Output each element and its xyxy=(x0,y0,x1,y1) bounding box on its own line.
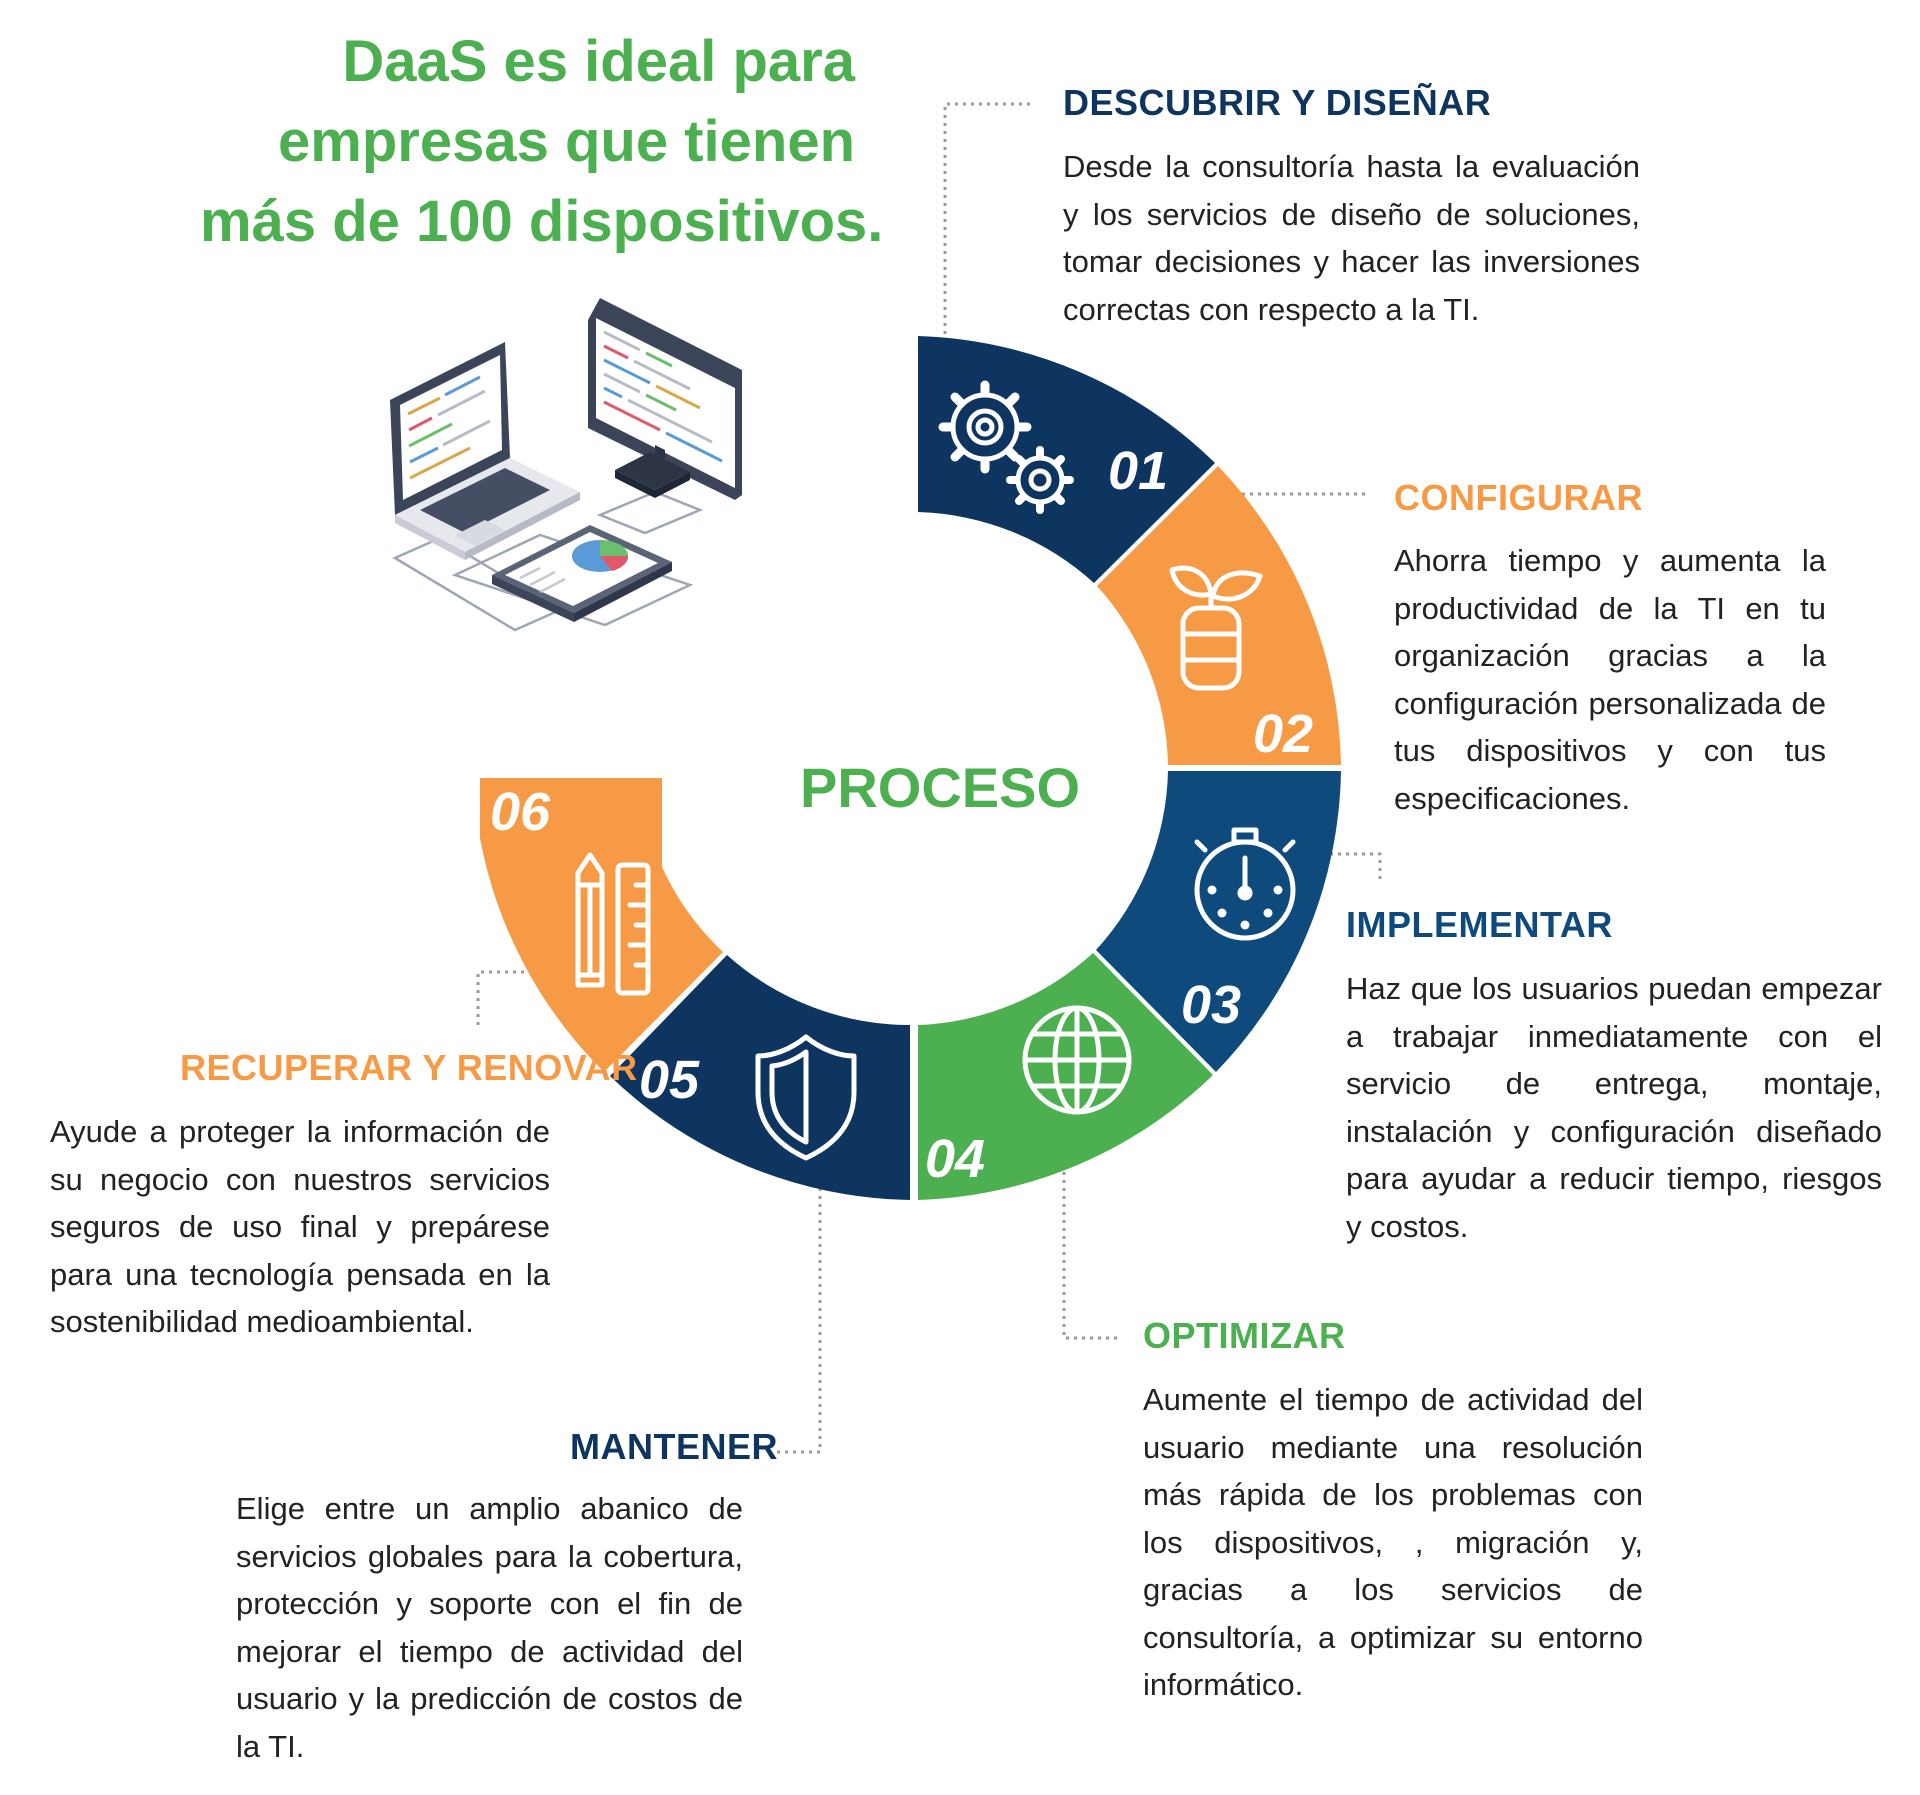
step-description-03: Haz que los usuarios puedan empezar a tr… xyxy=(1346,971,1882,1244)
connector-05 xyxy=(770,1172,822,1454)
segment-03 xyxy=(1096,771,1341,1072)
step-title-04: OPTIMIZAR xyxy=(1143,1315,1346,1356)
pencil-ruler-icon xyxy=(575,852,651,996)
step-number-06: 06 xyxy=(490,782,551,842)
connector-06 xyxy=(476,970,548,1025)
step-title-03: IMPLEMENTAR xyxy=(1346,904,1613,945)
connector-03 xyxy=(1322,852,1382,880)
gears-icon xyxy=(938,380,1074,514)
headline-line-3: más de 100 dispositivos. xyxy=(200,189,884,254)
step-number-04: 04 xyxy=(925,1129,985,1189)
step-description-06: Ayude a proteger la información de su ne… xyxy=(50,1114,550,1339)
connector-lines xyxy=(476,102,1382,1454)
step-description-04: Aumente el tiempo de actividad del usuar… xyxy=(1143,1382,1643,1702)
step-title-05: MANTENER xyxy=(570,1426,778,1467)
step-number-03: 03 xyxy=(1181,975,1241,1035)
step-number-01: 01 xyxy=(1108,441,1168,501)
step-number-05: 05 xyxy=(639,1050,700,1110)
devices-illustration xyxy=(390,298,742,632)
stopwatch-icon xyxy=(1194,827,1296,941)
globe-icon xyxy=(1022,1005,1132,1115)
headline-line-2: empresas que tienen xyxy=(278,109,855,174)
step-description-05: Elige entre un amplio abanico de servici… xyxy=(236,1491,743,1764)
headline: DaaS es ideal para empresas que tienen m… xyxy=(200,22,884,262)
step-description-02: Ahorra tiempo y aumenta la productividad… xyxy=(1394,543,1826,816)
shield-icon xyxy=(755,1034,857,1161)
step-title-06: RECUPERAR Y RENOVAR xyxy=(180,1047,638,1088)
center-label: PROCESO xyxy=(800,756,1081,819)
segment-04 xyxy=(918,953,1213,1200)
connector-04 xyxy=(1062,1156,1122,1340)
step-title-01: DESCUBRIR Y DISEÑAR xyxy=(1063,82,1492,123)
headline-line-1: DaaS es ideal para xyxy=(342,29,855,94)
step-description-01: Desde la consultoría hasta la evaluación… xyxy=(1063,149,1640,327)
connector-01 xyxy=(943,102,1030,352)
step-number-02: 02 xyxy=(1253,704,1313,764)
plant-icon xyxy=(1169,565,1263,691)
segment-02 xyxy=(1097,466,1341,765)
step-title-02: CONFIGURAR xyxy=(1394,477,1643,518)
